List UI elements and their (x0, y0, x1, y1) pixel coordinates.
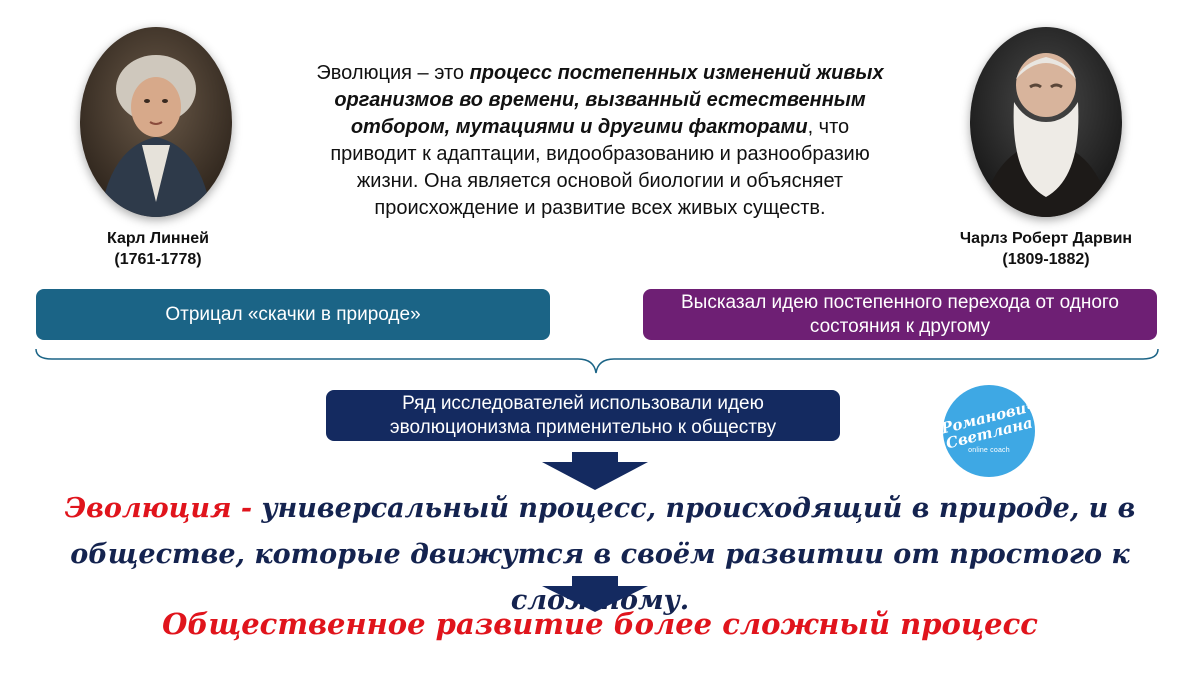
evolution-definition: Эволюция – это процесс постепенных измен… (305, 60, 895, 222)
darwin-box-text: Высказал идею постепенного перехода от о… (681, 291, 1119, 337)
researchers-box: Ряд исследователей использовали идею эво… (326, 390, 840, 441)
down-arrow-1 (542, 452, 648, 490)
linnaeus-name: Карл Линней (107, 230, 209, 247)
definition-bold: процесс постепенных изменений живых орга… (334, 62, 884, 138)
definition-rest: , что приводит к адаптации, видообразова… (330, 116, 870, 219)
conclusion-text: универсальный процесс, происходящий в пр… (70, 493, 1136, 616)
darwin-box: Высказал идею постепенного перехода от о… (643, 289, 1157, 340)
evolution-conclusion: Эволюция - универсальный процесс, происх… (20, 486, 1180, 624)
grouping-brace (35, 348, 1159, 374)
linnaeus-years: (1761-1778) (114, 251, 202, 268)
darwin-caption: Чарлз Роберт Дарвин (1809-1882) (930, 228, 1162, 270)
definition-intro: Эволюция – это (316, 62, 470, 84)
author-logo: Романович Светлана online coach (939, 385, 1039, 477)
researchers-box-text: Ряд исследователей использовали идею эво… (389, 392, 777, 438)
linnaeus-box-text: Отрицал «скачки в природе» (165, 303, 421, 325)
darwin-name: Чарлз Роберт Дарвин (959, 230, 1133, 247)
down-arrow-2 (542, 576, 648, 612)
darwin-portrait (970, 27, 1122, 217)
logo-line3: online coach (968, 446, 1010, 454)
linnaeus-box: Отрицал «скачки в природе» (36, 289, 550, 340)
linnaeus-caption: Карл Линней (1761-1778) (70, 228, 246, 270)
conclusion-term: Эволюция - (64, 493, 262, 524)
final-statement: Общественное развитие более сложный проц… (162, 607, 1038, 641)
darwin-years: (1809-1882) (1002, 251, 1090, 268)
linnaeus-portrait (80, 27, 232, 217)
